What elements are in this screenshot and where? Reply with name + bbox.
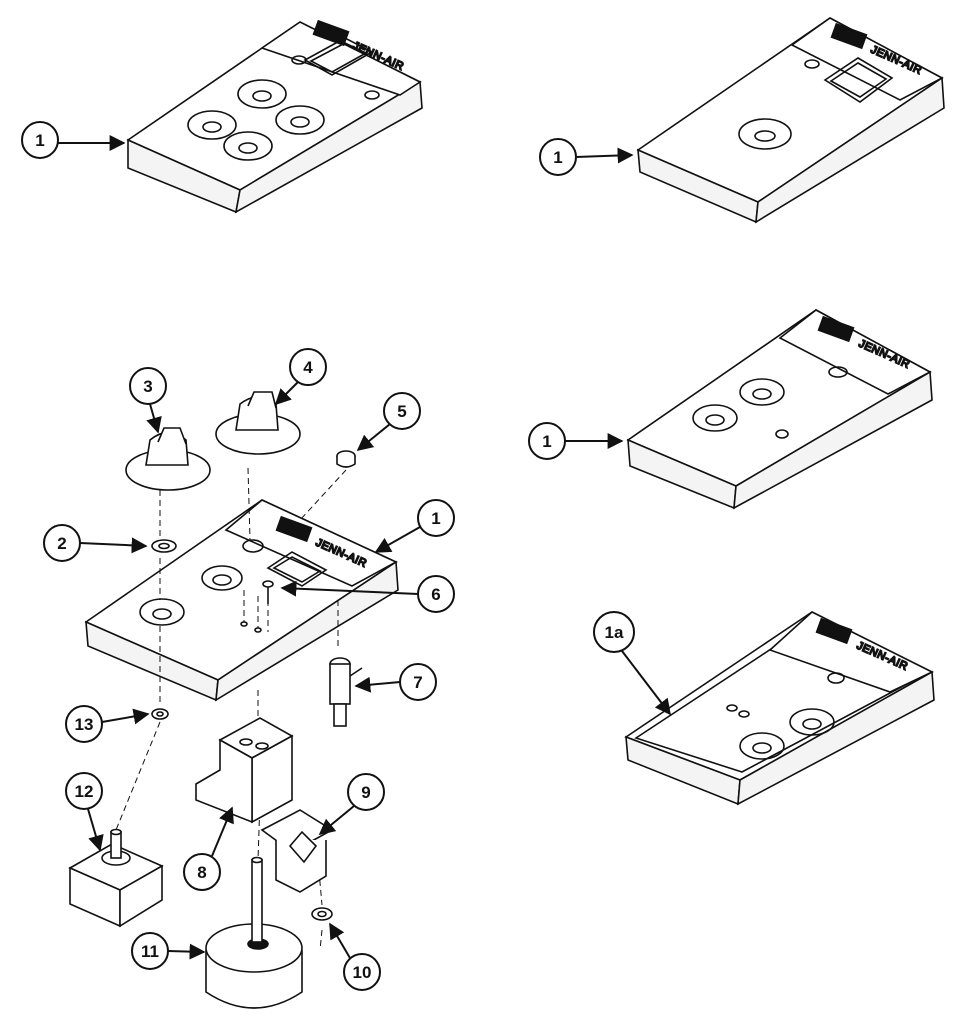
svg-text:11: 11	[141, 942, 159, 961]
control-panel-two-knob: JA JENN-AIR	[626, 309, 933, 510]
svg-text:JA: JA	[837, 28, 852, 42]
callout-8: 8	[183, 806, 234, 891]
cap-part-5	[336, 450, 356, 468]
callout-11: 11	[131, 932, 206, 970]
svg-text:3: 3	[143, 377, 152, 396]
svg-text:JA: JA	[282, 521, 297, 535]
svg-text:13: 13	[75, 715, 94, 734]
callout-3: 3	[129, 367, 167, 434]
svg-text:1: 1	[35, 131, 44, 150]
callout-12: 12	[65, 772, 104, 852]
burner-seats	[187, 79, 325, 161]
svg-text:8: 8	[197, 863, 206, 882]
svg-text:5: 5	[397, 402, 406, 421]
callout-1-top-right: 1	[539, 138, 634, 176]
callout-5: 5	[356, 392, 421, 452]
callout-9: 9	[318, 773, 385, 836]
svg-text:JA: JA	[822, 623, 837, 637]
svg-text:1a: 1a	[605, 623, 624, 642]
callout-13: 13	[65, 705, 150, 743]
svg-text:1: 1	[553, 148, 562, 167]
callout-10: 10	[329, 922, 381, 991]
washer-part-13	[151, 708, 169, 720]
switch-part-9	[260, 809, 334, 893]
callout-4: 4	[274, 348, 327, 406]
infinite-switch-part-12	[68, 828, 164, 928]
svg-text:4: 4	[303, 358, 313, 377]
control-panel-1a: JA JENN-AIR	[624, 611, 935, 806]
washer-part-2	[151, 539, 177, 553]
control-panel-single-knob: JA JENN-AIR	[636, 17, 945, 224]
bracket-part-8	[195, 717, 294, 824]
svg-text:6: 6	[431, 585, 440, 604]
knob-part-3	[125, 427, 211, 491]
callout-1a: 1a	[593, 611, 671, 716]
svg-text:10: 10	[353, 963, 372, 982]
screws-part-6	[262, 580, 274, 604]
callout-1-mid-right: 1	[528, 422, 624, 460]
callout-7: 7	[354, 663, 437, 701]
motor-part-11	[205, 856, 303, 1009]
svg-text:1: 1	[542, 432, 551, 451]
svg-text:9: 9	[361, 783, 370, 802]
svg-text:JA: JA	[319, 25, 334, 39]
callout-1-exploded: 1	[374, 499, 455, 553]
svg-text:1: 1	[431, 509, 440, 528]
svg-text:7: 7	[413, 673, 422, 692]
svg-text:12: 12	[75, 782, 94, 801]
knob-part-4	[215, 391, 301, 455]
nut-part-10	[311, 907, 333, 921]
control-panel-four-knob: JA JENN-AIR	[126, 19, 423, 214]
svg-text:2: 2	[57, 534, 66, 553]
exploded-control-panel: JA JENN-AIR	[84, 499, 399, 702]
callout-2: 2	[43, 524, 148, 562]
svg-text:JA: JA	[824, 321, 839, 335]
indicator-light-part-7	[329, 657, 363, 727]
callout-6: 6	[280, 575, 455, 613]
callout-1-top-left: 1	[21, 121, 126, 159]
